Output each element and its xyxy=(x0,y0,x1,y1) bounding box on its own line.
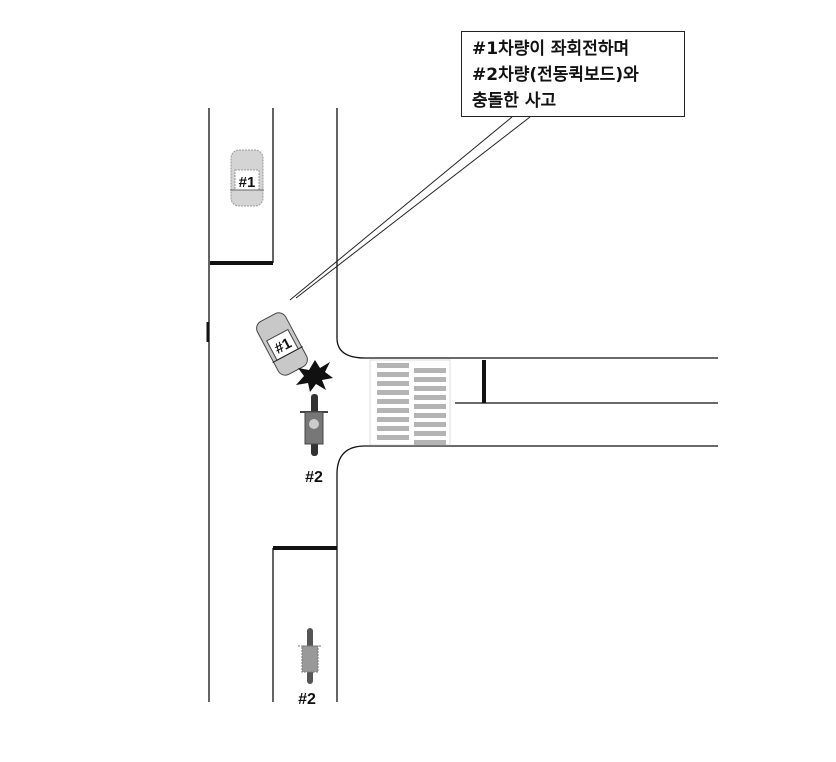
crosswalk-stripe xyxy=(414,386,446,391)
crosswalk-stripe xyxy=(414,413,446,418)
vehicle-2-collision: #2 xyxy=(300,394,328,486)
vehicle-1-initial: #1 xyxy=(230,149,264,207)
crosswalk-stripe xyxy=(377,372,409,377)
vehicle-1-collision-label: #1 xyxy=(272,335,295,358)
road-lines xyxy=(206,108,718,702)
callout-pointer xyxy=(289,116,531,301)
crosswalk xyxy=(369,359,451,446)
road-edge-right-upper xyxy=(336,108,718,359)
road-edge-right-lower xyxy=(336,445,718,702)
crosswalk-stripe xyxy=(414,440,446,445)
stop-bars xyxy=(210,261,486,550)
vehicle-1-collision: #1 xyxy=(256,312,308,376)
crosswalk-stripe xyxy=(377,435,409,440)
crosswalk-stripe xyxy=(377,408,409,413)
vehicle-2-collision-label: #2 xyxy=(305,469,323,486)
vehicle-2-initial-label: #2 xyxy=(298,691,316,708)
crosswalk-stripe xyxy=(377,417,409,422)
callout-line-1: #1차량이 좌회전하며 xyxy=(472,39,630,59)
crosswalk-stripe xyxy=(377,381,409,386)
callout-line-2: #2차량(전동퀵보드)와 xyxy=(472,65,639,85)
crosswalk-stripe xyxy=(377,390,409,395)
callout-line-3: 충돌한 사고 xyxy=(472,91,557,111)
accident-description-callout: #1차량이 좌회전하며 #2차량(전동퀵보드)와 충돌한 사고 xyxy=(461,31,685,117)
crosswalk-stripe xyxy=(377,399,409,404)
crosswalk-stripe xyxy=(377,426,409,431)
crosswalk-stripe xyxy=(414,368,446,373)
crosswalk-stripe xyxy=(414,404,446,409)
crosswalk-stripe xyxy=(377,363,409,368)
vehicle-1-initial-label: #1 xyxy=(239,174,256,191)
crosswalk-stripe xyxy=(414,431,446,436)
crosswalk-stripe xyxy=(414,377,446,382)
crosswalk-stripe xyxy=(414,422,446,427)
crosswalk-stripe xyxy=(414,395,446,400)
vehicle-2-initial: #2 xyxy=(298,628,322,708)
collision-burst-icon xyxy=(296,360,333,392)
